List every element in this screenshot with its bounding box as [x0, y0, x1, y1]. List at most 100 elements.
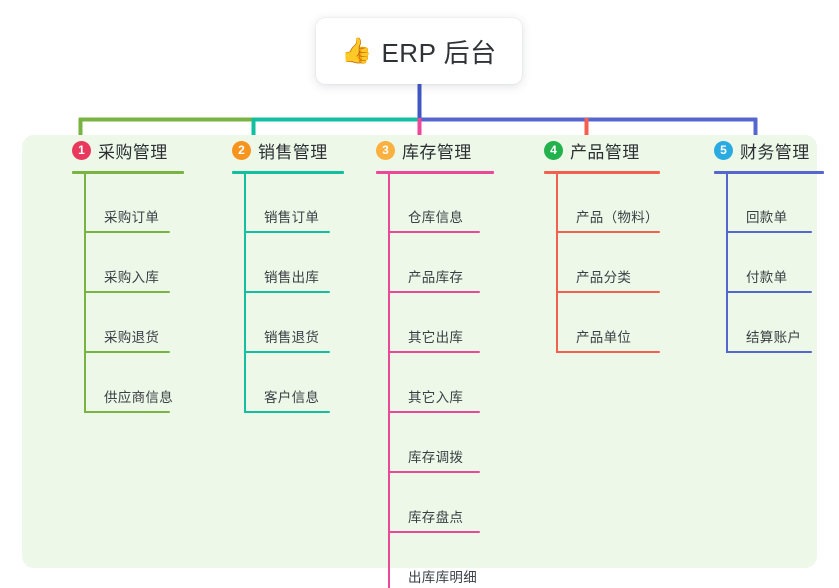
- branch-item[interactable]: 产品单位: [556, 326, 700, 353]
- branch-spine: [84, 174, 86, 413]
- branch-column-3: 3 库存管理仓库信息产品库存其它出库其它入库库存调拨库存盘点出库库明细: [362, 135, 527, 588]
- branch-item[interactable]: 产品（物料）: [556, 206, 700, 233]
- branch-item-underline: [388, 351, 480, 353]
- branch-item[interactable]: 结算账户: [726, 326, 839, 353]
- branch-item-label: 产品库存: [408, 270, 464, 285]
- branch-underline: [232, 171, 344, 174]
- branch-column-1: 1 采购管理采购订单采购入库采购退货供应商信息: [58, 135, 208, 413]
- branch-item-label: 其它出库: [408, 330, 464, 345]
- branch-item-label: 供应商信息: [104, 390, 173, 405]
- branch-item-label: 采购订单: [104, 210, 160, 225]
- branch-item-label: 出库库明细: [408, 570, 477, 585]
- branch-items: 产品（物料） 产品分类产品单位: [556, 174, 700, 353]
- branch-item-label: 产品分类: [576, 270, 632, 285]
- branch-item-underline: [726, 291, 812, 293]
- branch-item[interactable]: 出库库明细: [388, 566, 527, 588]
- branch-item[interactable]: 客户信息: [244, 386, 368, 413]
- branch-title: 产品管理: [570, 142, 640, 162]
- branch-item-underline: [388, 531, 480, 533]
- branch-column-4: 4 产品管理产品（物料） 产品分类产品单位: [530, 135, 700, 353]
- branch-item-underline: [84, 351, 170, 353]
- branch-item-underline: [244, 231, 330, 233]
- branch-item-underline: [244, 351, 330, 353]
- branch-item-label: 产品单位: [576, 330, 632, 345]
- branch-item-label: 销售出库: [264, 270, 320, 285]
- branch-item-label: 产品（物料）: [576, 210, 659, 225]
- branch-item-label: 其它入库: [408, 390, 464, 405]
- branch-item[interactable]: 库存盘点: [388, 506, 527, 533]
- branch-item-underline: [244, 411, 330, 413]
- branch-item-label: 结算账户: [746, 330, 802, 345]
- branch-item-underline: [556, 231, 660, 233]
- branch-item[interactable]: 库存调拨: [388, 446, 527, 473]
- branch-item-label: 采购入库: [104, 270, 160, 285]
- branch-underline: [376, 171, 494, 174]
- branch-item-underline: [556, 351, 660, 353]
- branch-item-label: 销售订单: [264, 210, 320, 225]
- branch-item[interactable]: 付款单: [726, 266, 839, 293]
- branch-item[interactable]: 销售订单: [244, 206, 368, 233]
- branch-title: 财务管理: [740, 142, 810, 162]
- branch-item[interactable]: 采购入库: [84, 266, 208, 293]
- branch-header-1[interactable]: 1 采购管理: [58, 135, 208, 165]
- branch-title: 库存管理: [402, 142, 472, 162]
- branch-number-badge: 4: [544, 140, 563, 160]
- branch-item[interactable]: 其它出库: [388, 326, 527, 353]
- branch-spine: [388, 174, 390, 588]
- branch-underline: [544, 171, 660, 174]
- branch-item[interactable]: 仓库信息: [388, 206, 527, 233]
- branch-spine: [726, 174, 728, 353]
- branch-item[interactable]: 产品分类: [556, 266, 700, 293]
- branch-column-5: 5 财务管理回款单付款单结算账户: [700, 135, 839, 353]
- branch-spine: [556, 174, 558, 353]
- branch-item[interactable]: 产品库存: [388, 266, 527, 293]
- branch-title: 销售管理: [258, 142, 328, 162]
- branch-item-underline: [84, 231, 170, 233]
- branch-items: 销售订单销售出库销售退货客户信息: [244, 174, 368, 413]
- branch-item-underline: [84, 291, 170, 293]
- branch-item-underline: [388, 291, 480, 293]
- root-node[interactable]: 👍 ERP 后台: [316, 18, 522, 84]
- branches-panel: 1 采购管理采购订单采购入库采购退货供应商信息 2 销售管理销售订单销售出库销售退货…: [22, 135, 824, 588]
- branch-underline: [72, 171, 184, 174]
- branch-item[interactable]: 回款单: [726, 206, 839, 233]
- branch-item-underline: [726, 231, 812, 233]
- branch-number-badge: 3: [376, 140, 395, 160]
- branch-item-label: 仓库信息: [408, 210, 464, 225]
- branch-spine: [244, 174, 246, 413]
- branch-items: 采购订单采购入库采购退货供应商信息: [84, 174, 208, 413]
- branch-item-label: 采购退货: [104, 330, 160, 345]
- branch-items: 回款单付款单结算账户: [726, 174, 839, 353]
- branch-header-5[interactable]: 5 财务管理: [700, 135, 839, 165]
- branch-item-label: 客户信息: [264, 390, 320, 405]
- branch-item-underline: [388, 471, 480, 473]
- branch-item[interactable]: 采购订单: [84, 206, 208, 233]
- thumbs-up-icon: 👍: [341, 36, 373, 65]
- branch-underline: [714, 171, 824, 174]
- branch-item-underline: [556, 291, 660, 293]
- branch-number-badge: 1: [72, 140, 91, 160]
- branch-header-3[interactable]: 3 库存管理: [362, 135, 527, 165]
- branch-item[interactable]: 供应商信息: [84, 386, 208, 413]
- branch-header-2[interactable]: 2 销售管理: [218, 135, 368, 165]
- branch-item[interactable]: 销售退货: [244, 326, 368, 353]
- branch-item-underline: [388, 231, 480, 233]
- branch-items: 仓库信息产品库存其它出库其它入库库存调拨库存盘点出库库明细: [388, 174, 527, 588]
- branch-item-label: 付款单: [746, 270, 788, 285]
- branch-title: 采购管理: [98, 142, 168, 162]
- branch-header-4[interactable]: 4 产品管理: [530, 135, 700, 165]
- branch-number-badge: 5: [714, 140, 733, 160]
- root-title: ERP 后台: [381, 37, 497, 68]
- branch-item-label: 库存盘点: [408, 510, 464, 525]
- branch-column-2: 2 销售管理销售订单销售出库销售退货客户信息: [218, 135, 368, 413]
- branch-number-badge: 2: [232, 140, 251, 160]
- branch-item-label: 库存调拨: [408, 450, 464, 465]
- branch-item[interactable]: 采购退货: [84, 326, 208, 353]
- branch-item-underline: [244, 291, 330, 293]
- branch-item[interactable]: 销售出库: [244, 266, 368, 293]
- branch-item-underline: [84, 411, 170, 413]
- branch-item[interactable]: 其它入库: [388, 386, 527, 413]
- branch-item-label: 回款单: [746, 210, 788, 225]
